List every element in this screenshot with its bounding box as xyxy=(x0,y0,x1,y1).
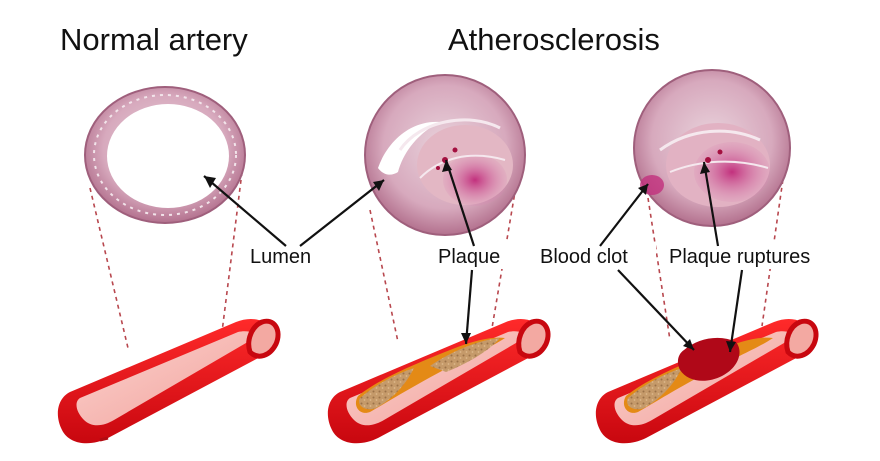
leader-arrows xyxy=(203,159,744,353)
arrow-rupture-up xyxy=(702,161,720,247)
vessel-normal xyxy=(57,318,281,444)
heading-normal-artery: Normal artery xyxy=(60,22,248,57)
arrowhead xyxy=(726,341,736,352)
cross-section-rupture xyxy=(633,69,791,227)
arrowhead xyxy=(700,162,710,174)
projection-line xyxy=(761,171,785,327)
arrowhead xyxy=(373,180,384,191)
vessel-plaque xyxy=(327,318,551,444)
arrow-lumen-normal xyxy=(203,175,287,247)
arrow-clot-up xyxy=(599,183,649,247)
arrowhead xyxy=(638,184,648,195)
projection-line xyxy=(369,209,399,343)
arrow-clot-down xyxy=(617,269,695,351)
arrow-plaque-down xyxy=(464,269,474,345)
label-blood-clot: Blood clot xyxy=(540,246,628,268)
label-plaque-ruptures: Plaque ruptures xyxy=(669,246,810,268)
projection-line xyxy=(221,171,243,333)
arrow-rupture-down xyxy=(728,269,744,353)
label-bg xyxy=(664,243,850,269)
label-plaque: Plaque xyxy=(438,246,500,268)
label-bg xyxy=(536,243,656,269)
arrow-plaque-up xyxy=(444,159,476,247)
arrow-lumen-plaque xyxy=(299,179,385,247)
arrowhead xyxy=(683,339,694,350)
heading-atherosclerosis: Atherosclerosis xyxy=(448,22,660,57)
projection-lines xyxy=(89,171,785,349)
vessel-rupture xyxy=(595,318,819,444)
narrowed-lumen xyxy=(378,121,440,175)
cross-section-normal xyxy=(84,86,246,224)
arrowhead xyxy=(204,176,216,188)
label-bg xyxy=(432,243,518,269)
projection-line xyxy=(89,187,129,349)
label-bg xyxy=(244,243,332,269)
arrowhead xyxy=(442,160,452,172)
label-lumen: Lumen xyxy=(250,246,311,268)
cross-section-plaque xyxy=(364,74,526,236)
arrowhead xyxy=(461,333,471,344)
